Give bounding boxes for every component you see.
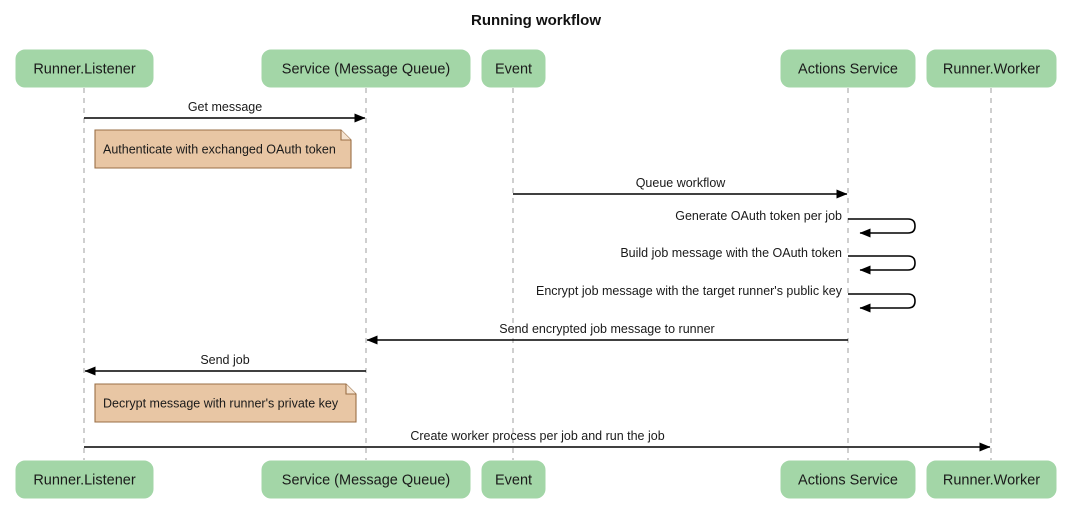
participant-box[interactable] [481, 460, 546, 499]
participant-label: Service (Message Queue) [282, 473, 450, 489]
message-encrypt-job-message-public-key[interactable]: Encrypt job message with the target runn… [536, 284, 916, 313]
participant-box[interactable] [926, 460, 1057, 499]
note-fold-corner [345, 384, 356, 395]
message-label: Create worker process per job and run th… [410, 429, 664, 443]
participant-box[interactable] [15, 460, 154, 499]
participant-service-message-queue-bottom[interactable]: Service (Message Queue) [261, 460, 471, 499]
message-build-job-message-with-oauth-token[interactable]: Build job message with the OAuth token [620, 246, 916, 275]
message-create-worker-process[interactable]: Create worker process per job and run th… [84, 429, 991, 452]
message-self-loop-path [848, 218, 916, 238]
message-label: Queue workflow [636, 176, 727, 190]
participant-label: Actions Service [798, 62, 898, 78]
participant-service-message-queue-top[interactable]: Service (Message Queue) [261, 49, 471, 88]
notes-layer: Authenticate with exchanged OAuth tokenD… [94, 129, 357, 423]
message-self-loop-path [848, 255, 916, 275]
participant-label: Actions Service [798, 473, 898, 489]
participant-box[interactable] [261, 460, 471, 499]
participant-runner-worker-top[interactable]: Runner.Worker [926, 49, 1057, 88]
message-generate-oauth-token-per-job[interactable]: Generate OAuth token per job [675, 209, 916, 238]
participant-actions-service-top[interactable]: Actions Service [780, 49, 916, 88]
message-send-job[interactable]: Send job [84, 353, 366, 376]
message-label: Get message [188, 100, 262, 114]
participant-label: Runner.Worker [943, 473, 1040, 489]
participant-actions-service-bottom[interactable]: Actions Service [780, 460, 916, 499]
participant-label: Service (Message Queue) [282, 62, 450, 78]
message-send-encrypted-job-message-to-runner[interactable]: Send encrypted job message to runner [366, 322, 848, 345]
message-queue-workflow[interactable]: Queue workflow [513, 176, 848, 199]
note-body [94, 129, 352, 169]
participant-box[interactable] [926, 49, 1057, 88]
note-fold-corner [340, 130, 351, 141]
page-title: Running workflow [471, 12, 601, 29]
message-label: Build job message with the OAuth token [620, 246, 842, 260]
message-self-loop-path [848, 293, 916, 313]
message-label: Generate OAuth token per job [675, 209, 842, 223]
note-label: Authenticate with exchanged OAuth token [103, 143, 336, 157]
participant-box[interactable] [780, 49, 916, 88]
message-label: Send encrypted job message to runner [499, 322, 714, 336]
message-label: Encrypt job message with the target runn… [536, 284, 843, 298]
note-authenticate-note: Authenticate with exchanged OAuth token [94, 129, 352, 169]
participant-label: Runner.Worker [943, 62, 1040, 78]
note-label: Decrypt message with runner's private ke… [103, 397, 339, 411]
participant-box[interactable] [261, 49, 471, 88]
message-get-message[interactable]: Get message [84, 100, 366, 123]
participant-label: Runner.Listener [33, 473, 136, 489]
participant-box[interactable] [15, 49, 154, 88]
participant-label: Event [495, 473, 532, 489]
participant-box[interactable] [780, 460, 916, 499]
participant-runner-listener-bottom[interactable]: Runner.Listener [15, 460, 154, 499]
note-decrypt-note: Decrypt message with runner's private ke… [94, 383, 357, 423]
participant-runner-worker-bottom[interactable]: Runner.Worker [926, 460, 1057, 499]
participant-event-bottom[interactable]: Event [481, 460, 546, 499]
participant-event-top[interactable]: Event [481, 49, 546, 88]
note-body [94, 383, 357, 423]
participant-runner-listener-top[interactable]: Runner.Listener [15, 49, 154, 88]
message-label: Send job [200, 353, 249, 367]
participant-label: Event [495, 62, 532, 78]
participant-label: Runner.Listener [33, 62, 136, 78]
participant-box[interactable] [481, 49, 546, 88]
lifelines-layer [83, 88, 992, 460]
